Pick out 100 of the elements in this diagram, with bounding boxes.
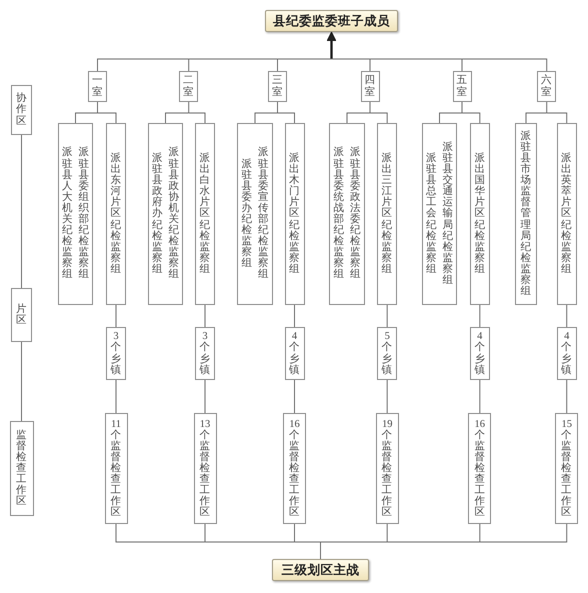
- room-box: [360, 71, 380, 102]
- tier-label: 协作区: [16, 93, 28, 127]
- room-label: 二室: [182, 75, 194, 98]
- tier-box: [11, 288, 32, 342]
- room-box: [179, 71, 198, 102]
- connector-line: [294, 380, 295, 414]
- count-box: [555, 413, 578, 524]
- connector-line: [370, 112, 388, 124]
- header-box: [272, 559, 369, 581]
- count-box: [194, 413, 216, 524]
- unit-box: [195, 123, 215, 305]
- room-box: [268, 71, 287, 102]
- room-label: 六室: [540, 75, 552, 98]
- unit-box: [284, 123, 304, 305]
- connector-line: [294, 524, 321, 542]
- connector-line: [188, 102, 190, 114]
- connector-line: [21, 342, 22, 422]
- connector-line: [479, 380, 480, 414]
- header-text: 三级划区主战: [282, 562, 360, 578]
- connector-line: [75, 112, 98, 124]
- count-box: [468, 413, 492, 524]
- count-label: 4个乡镇: [288, 331, 300, 376]
- connector-line: [277, 58, 332, 72]
- tier-box: [10, 421, 34, 516]
- count-box: [104, 413, 128, 524]
- room-label: 五室: [456, 75, 468, 98]
- connector-line: [546, 102, 548, 114]
- count-box: [283, 413, 306, 524]
- connector-line: [320, 524, 568, 542]
- connector-line: [479, 304, 480, 328]
- connector-line: [204, 380, 206, 414]
- count-label: 3个乡镇: [199, 331, 211, 376]
- tier-label: 片区: [16, 304, 28, 326]
- connector-line: [566, 380, 568, 414]
- count-label: 19个监督检查工作区: [381, 418, 393, 518]
- count-box: [106, 327, 126, 380]
- connector-line: [294, 304, 295, 328]
- connector-line: [97, 112, 116, 124]
- connector-line: [546, 112, 568, 124]
- connector-line: [204, 304, 206, 328]
- connector-line: [386, 304, 388, 328]
- count-box: [284, 327, 304, 380]
- header-box: [265, 10, 398, 32]
- room-label: 三室: [272, 75, 284, 98]
- connector-line: [346, 112, 370, 124]
- unit-box: [329, 123, 365, 305]
- unit-box: [106, 123, 126, 305]
- unit-label: 派出国华片区纪检监察组: [474, 152, 486, 276]
- connector-line: [386, 380, 388, 414]
- unit-label: 派驻县委宣传部纪检监察组: [258, 147, 269, 281]
- connector-line: [526, 112, 548, 124]
- count-label: 3个乡镇: [110, 331, 122, 376]
- count-box: [470, 327, 490, 380]
- unit-box: [422, 123, 457, 305]
- unit-box: [58, 123, 93, 305]
- count-box: [556, 327, 577, 380]
- unit-label: 派驻县政协机关纪检监察组: [168, 147, 180, 281]
- count-label: 4个乡镇: [474, 331, 486, 376]
- unit-label: 派出东河片区纪检监察组: [110, 152, 122, 276]
- connector-line: [254, 112, 278, 124]
- unit-label: 派出英萃片区纪检监察组: [560, 152, 572, 276]
- unit-label: 派驻县委办纪检监察组: [241, 158, 252, 270]
- count-box: [376, 413, 399, 524]
- unit-label: 派出木门片区纪检监察组: [288, 152, 300, 276]
- count-label: 15个监督检查工作区: [560, 418, 572, 518]
- connector-line: [97, 102, 98, 114]
- unit-label: 派驻县总工会纪检监察组: [426, 152, 437, 276]
- unit-label: 派驻县委统战部纪检监察组: [333, 147, 344, 281]
- count-label: 5个乡镇: [381, 331, 393, 376]
- unit-box: [556, 123, 577, 305]
- room-box: [88, 71, 107, 102]
- connector-line: [439, 112, 462, 124]
- unit-box: [237, 123, 273, 305]
- arrow: [326, 32, 336, 59]
- connector-line: [21, 134, 22, 288]
- room-label: 一室: [92, 75, 104, 98]
- connector-line: [277, 102, 278, 114]
- connector-line: [566, 304, 568, 328]
- count-box: [377, 327, 398, 380]
- unit-label: 派驻县交通运输局纪检监察组: [442, 142, 454, 286]
- unit-label: 派驻县政府办纪检监察组: [152, 152, 163, 276]
- unit-box: [470, 123, 490, 305]
- unit-label: 派驻县委组织部纪检监察组: [78, 147, 90, 281]
- connector-line: [277, 112, 295, 124]
- unit-box: [377, 123, 398, 305]
- tier-box: [11, 85, 32, 135]
- count-label: 16个监督检查工作区: [474, 418, 486, 518]
- count-label: 4个乡镇: [560, 331, 572, 376]
- unit-box: [515, 123, 537, 305]
- unit-label: 派驻县市场监督管理局纪检监察组: [520, 130, 532, 298]
- tier-label: 监督检查工作区: [16, 430, 28, 508]
- unit-label: 派出三江片区纪检监察组: [381, 152, 393, 276]
- unit-label: 派驻县人大机关纪检监察组: [62, 147, 73, 281]
- unit-label: 派驻县委政法委纪检监察组: [350, 147, 361, 281]
- count-label: 16个监督检查工作区: [288, 418, 300, 518]
- connector-line: [462, 112, 480, 124]
- unit-label: 派出白水片区纪检监察组: [199, 152, 211, 276]
- connector-line: [320, 542, 321, 560]
- count-label: 13个监督检查工作区: [199, 418, 211, 518]
- room-box: [452, 71, 472, 102]
